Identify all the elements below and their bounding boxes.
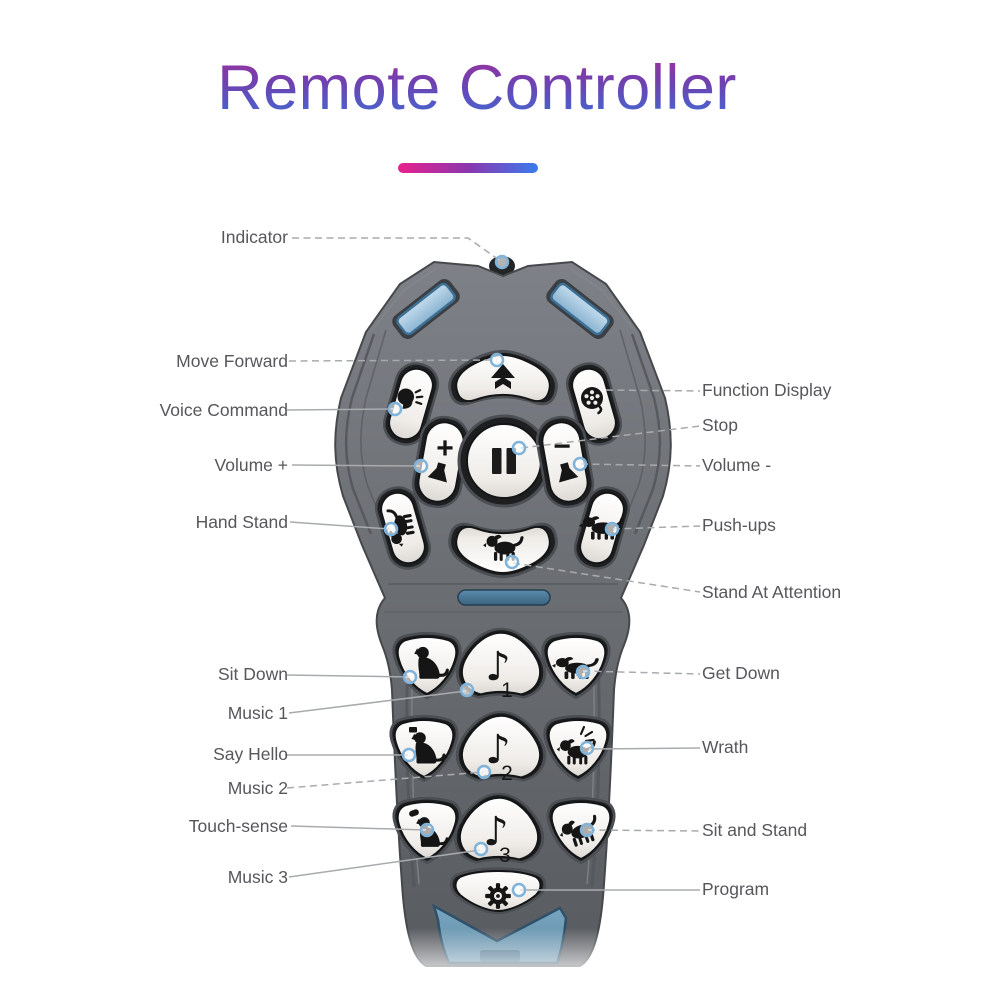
volume-minus-button: [535, 415, 595, 509]
callout-label-function-display: Function Display: [702, 380, 832, 400]
music-2-button: ♪ 2: [455, 710, 547, 785]
callout-label-volume-minus: Volume -: [702, 455, 772, 475]
stop-button: [457, 414, 551, 508]
gear-icon: [485, 883, 511, 909]
ear-panel-right: [546, 279, 614, 339]
callout-label-move-forward: Move Forward: [176, 351, 288, 371]
callout-label-music-3: Music 3: [227, 867, 288, 887]
music-note-icon: ♪: [485, 727, 511, 773]
film-reel-icon: [581, 387, 603, 415]
music-1-digit: 1: [501, 679, 513, 702]
title-accent-bar: [398, 163, 538, 173]
callout-label-stop: Stop: [702, 415, 738, 435]
touch-sense-button: [392, 796, 462, 865]
move-forward-button: [448, 349, 558, 406]
waist-accent-pill: [457, 589, 551, 606]
callout-label-get-down: Get Down: [702, 663, 780, 683]
plus-glyph: +: [436, 432, 454, 465]
page-title: Remote Controller: [0, 52, 954, 124]
callout-label-sit-and-stand: Sit and Stand: [702, 820, 808, 840]
callout-label-push-ups: Push-ups: [702, 515, 776, 535]
callout-lines: [285, 237, 701, 891]
callout-label-music-1: Music 1: [227, 703, 288, 723]
callout-label-indicator: Indicator: [220, 227, 288, 247]
minus-glyph: −: [553, 430, 571, 463]
callout-label-voice-command: Voice Command: [159, 400, 288, 420]
double-up-arrow-icon: [491, 364, 515, 389]
callout-label-program: Program: [702, 879, 770, 899]
music-3-digit: 3: [499, 844, 511, 867]
body-ridges: [344, 329, 662, 888]
photo-bottom-fade: [330, 928, 680, 1000]
lower-button-grid: ♪ 1 ♪ 2: [389, 627, 616, 915]
callout-label-say-hello: Say Hello: [213, 744, 288, 764]
pause-icon: [492, 448, 516, 474]
speech-mark-icon: [409, 727, 417, 733]
say-hello-button: [389, 714, 459, 783]
callout-label-touch-sense: Touch-sense: [188, 816, 288, 836]
callout-label-wrath: Wrath: [702, 737, 749, 757]
callout-label-music-2: Music 2: [227, 778, 288, 798]
talking-head-icon: [397, 388, 424, 409]
ear-panel-left: [392, 279, 460, 339]
program-button: [449, 867, 547, 915]
callout-label-volume-plus: Volume +: [214, 455, 288, 475]
hand-mark-icon: [409, 809, 419, 817]
volume-plus-button: [411, 415, 471, 509]
callout-label-hand-stand: Hand Stand: [195, 512, 288, 532]
music-2-digit: 2: [501, 762, 513, 785]
callout-markers: [383, 254, 620, 898]
callout-label-stand-at-attention: Stand At Attention: [702, 582, 842, 602]
music-1-button: ♪ 1: [455, 627, 547, 702]
callout-label-sit-down: Sit Down: [217, 664, 288, 684]
upper-button-cluster: + −: [375, 349, 630, 579]
music-note-icon: ♪: [485, 644, 511, 690]
